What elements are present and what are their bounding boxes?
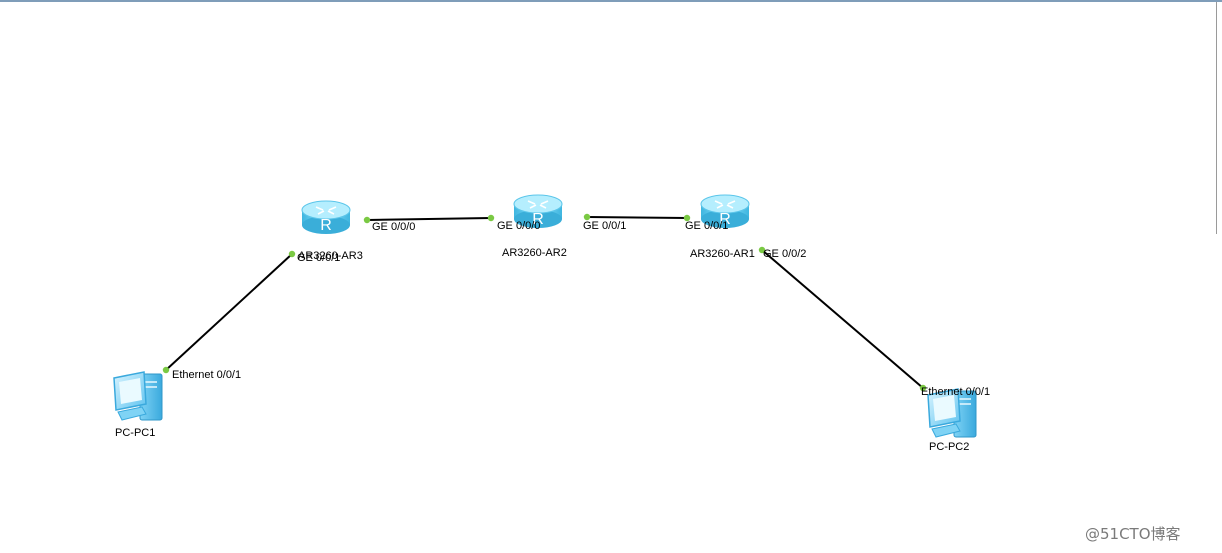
port-dot-ar3-ge001[interactable]: [288, 250, 296, 258]
link-ar1-pc2[interactable]: [761, 249, 924, 389]
port-dot-pc2-eth[interactable]: [919, 384, 927, 392]
router-icon: R: [700, 194, 750, 228]
link-ar3-pc1[interactable]: [165, 253, 293, 371]
links-layer: [165, 216, 924, 389]
port-dot-ar2-ge000[interactable]: [487, 214, 495, 222]
link-ar2-ar1[interactable]: [586, 216, 688, 219]
router-ar3[interactable]: R: [301, 200, 351, 234]
port-dot-ar1-ge002[interactable]: [758, 246, 766, 254]
port-dots: [162, 213, 927, 392]
device-labels: AR3260-AR3 AR3260-AR2 AR3260-AR1 PC-PC1 …: [115, 247, 969, 453]
device-label-ar3: AR3260-AR3: [298, 250, 363, 262]
device-label-pc2: PC-PC2: [929, 441, 969, 453]
port-label-ar2-ge000: GE 0/0/0: [497, 220, 540, 232]
svg-text:R: R: [532, 211, 544, 228]
port-label-ar2-ge001: GE 0/0/1: [583, 220, 626, 232]
port-labels: GE 0/0/0 GE 0/0/0 GE 0/0/1 GE 0/0/1 GE 0…: [172, 220, 990, 398]
port-dot-ar2-ge001[interactable]: [583, 213, 591, 221]
device-label-ar2: AR3260-AR2: [502, 247, 567, 259]
svg-text:R: R: [719, 211, 731, 228]
port-label-ar3-ge000: GE 0/0/0: [372, 221, 415, 233]
router-icon: R: [301, 200, 351, 234]
pc-icon: [113, 371, 163, 421]
link-ar3-ar2[interactable]: [366, 217, 492, 221]
device-label-ar1: AR3260-AR1: [690, 248, 755, 260]
port-dot-pc1-eth[interactable]: [162, 366, 170, 374]
port-label-ar3-ge001: GE 0/0/1: [297, 252, 340, 264]
port-label-ar1-ge002: GE 0/0/2: [763, 248, 806, 260]
pc-pc1[interactable]: [113, 371, 163, 421]
vertical-scrollbar-edge: [1216, 2, 1217, 234]
port-dot-ar3-ge000[interactable]: [363, 216, 371, 224]
window-top-border: [0, 0, 1222, 2]
device-label-pc1: PC-PC1: [115, 427, 155, 439]
pc-pc2[interactable]: [927, 388, 977, 438]
port-label-pc2-eth: Ethernet 0/0/1: [921, 386, 990, 398]
router-ar2[interactable]: R: [513, 194, 563, 228]
svg-text:R: R: [320, 217, 332, 234]
router-ar1[interactable]: R: [700, 194, 750, 228]
pc-icon: [927, 388, 977, 438]
router-icon: R: [513, 194, 563, 228]
port-label-pc1-eth: Ethernet 0/0/1: [172, 369, 241, 381]
port-label-ar1-ge001: GE 0/0/1: [685, 220, 728, 232]
port-dot-ar1-ge001[interactable]: [683, 214, 691, 222]
watermark: @51CTO博客: [1085, 525, 1181, 543]
